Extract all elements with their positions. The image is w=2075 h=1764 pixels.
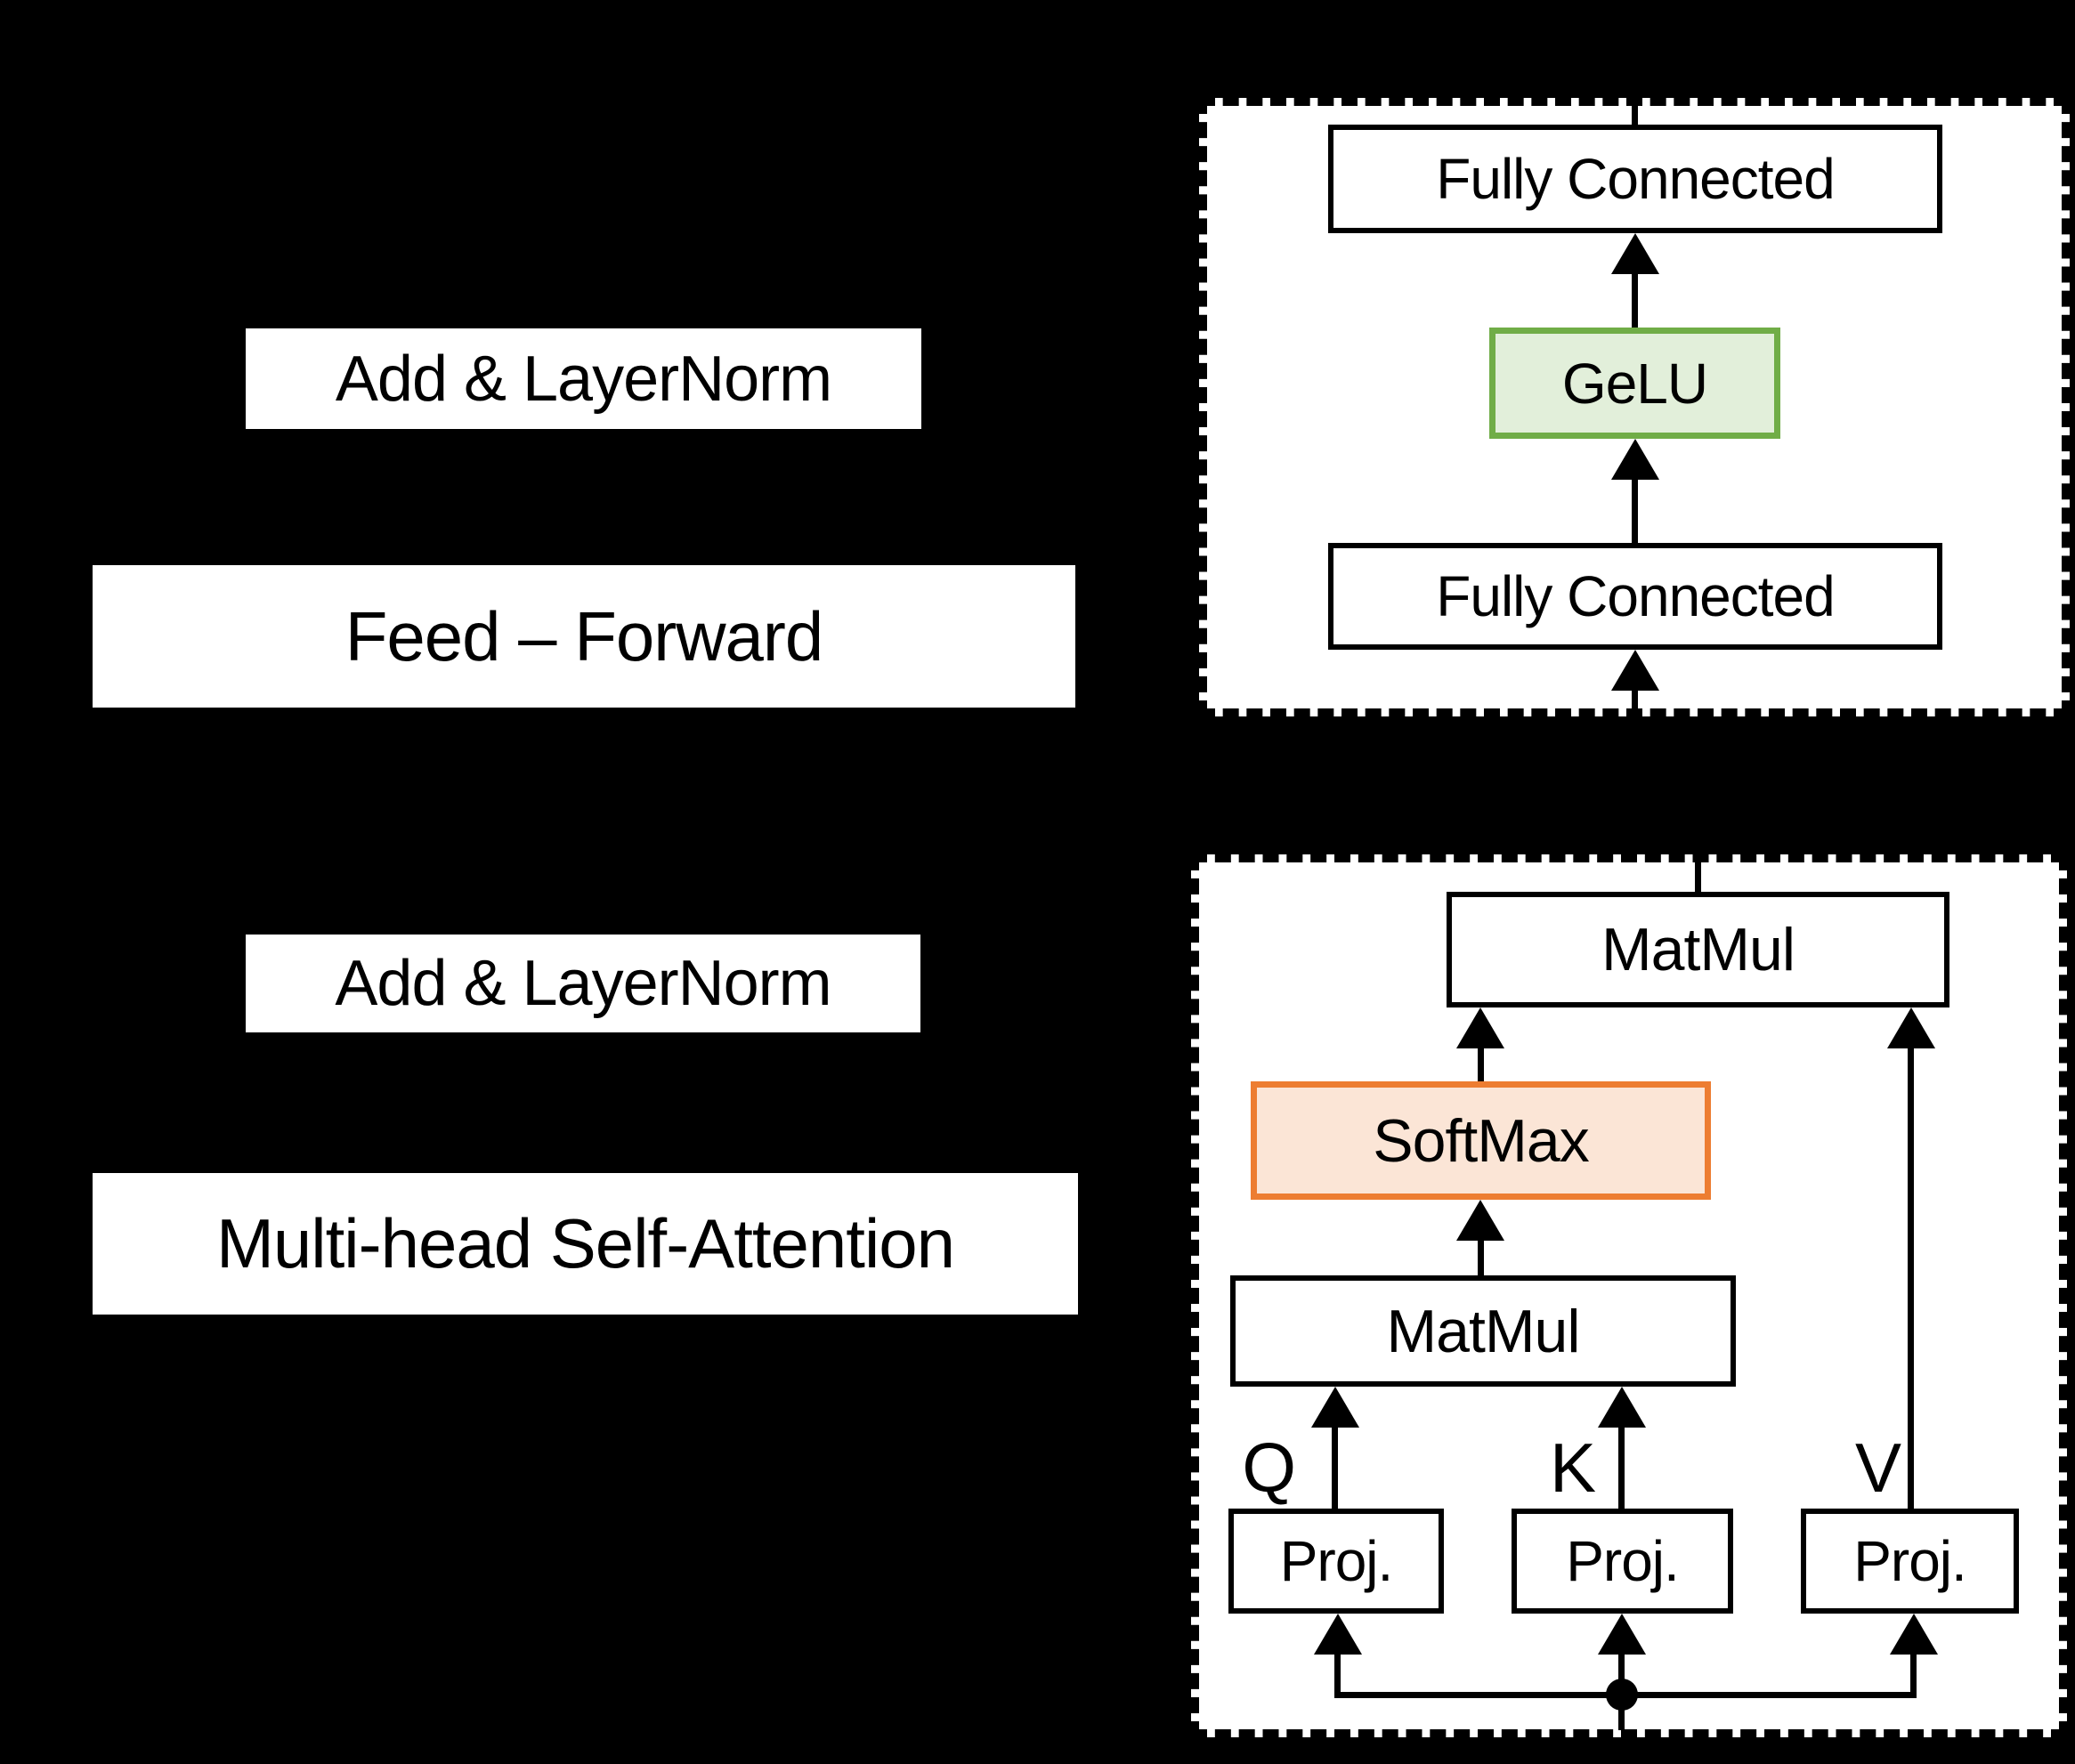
k-proj-to-matmul-arrowhead [1598, 1387, 1646, 1428]
softmax-box: SoftMax [1251, 1081, 1711, 1200]
input-to-k-proj-arrowhead [1598, 1614, 1646, 1655]
add-layernorm-top-label: Add & LayerNorm [246, 328, 921, 429]
input-to-q-proj-line [1334, 1647, 1341, 1698]
q-proj-to-matmul-line [1332, 1420, 1338, 1509]
gelu-box: GeLU [1489, 328, 1780, 439]
mhsa-label: Multi-head Self-Attention [93, 1173, 1078, 1315]
fully-connected-bottom-box: Fully Connected [1328, 543, 1942, 650]
q-label: Q [1242, 1428, 1296, 1507]
softmax-to-matmul-line [1478, 1041, 1484, 1084]
matmul-to-softmax-arrowhead [1456, 1200, 1504, 1241]
proj-k-box: Proj. [1512, 1509, 1733, 1614]
attn-output-line [1695, 862, 1701, 894]
attn-input-stem-line [1618, 1695, 1625, 1730]
input-to-v-proj-arrowhead [1890, 1614, 1938, 1655]
matmul-to-softmax-line [1478, 1234, 1484, 1278]
gelu-to-fc-arrowhead [1611, 233, 1659, 274]
ff-input-line [1632, 684, 1638, 708]
v-label: V [1854, 1428, 1901, 1507]
v-proj-to-matmul-arrowhead [1887, 1007, 1935, 1048]
softmax-to-matmul-arrowhead [1456, 1007, 1504, 1048]
gelu-to-fc-line [1632, 267, 1638, 331]
v-proj-to-matmul-line [1908, 1041, 1914, 1511]
proj-q-box: Proj. [1228, 1509, 1444, 1614]
fc-to-gelu-arrowhead [1611, 439, 1659, 480]
input-to-v-proj-line [1910, 1647, 1917, 1698]
input-to-q-proj-arrowhead [1314, 1614, 1362, 1655]
k-proj-to-matmul-line [1618, 1420, 1625, 1509]
matmul-bottom-box: MatMul [1230, 1275, 1736, 1387]
ff-output-line [1632, 106, 1638, 127]
add-layernorm-bottom-label: Add & LayerNorm [246, 935, 920, 1032]
matmul-top-box: MatMul [1447, 892, 1949, 1007]
fc-to-gelu-line [1632, 473, 1638, 546]
input-to-k-proj-line [1618, 1647, 1625, 1698]
input-junction-dot [1606, 1679, 1638, 1711]
fully-connected-top-box: Fully Connected [1328, 125, 1942, 233]
q-proj-to-matmul-arrowhead [1311, 1387, 1359, 1428]
feed-forward-label: Feed – Forward [93, 565, 1075, 708]
proj-v-box: Proj. [1801, 1509, 2019, 1614]
k-label: K [1549, 1428, 1596, 1507]
ff-input-arrowhead [1611, 650, 1659, 691]
